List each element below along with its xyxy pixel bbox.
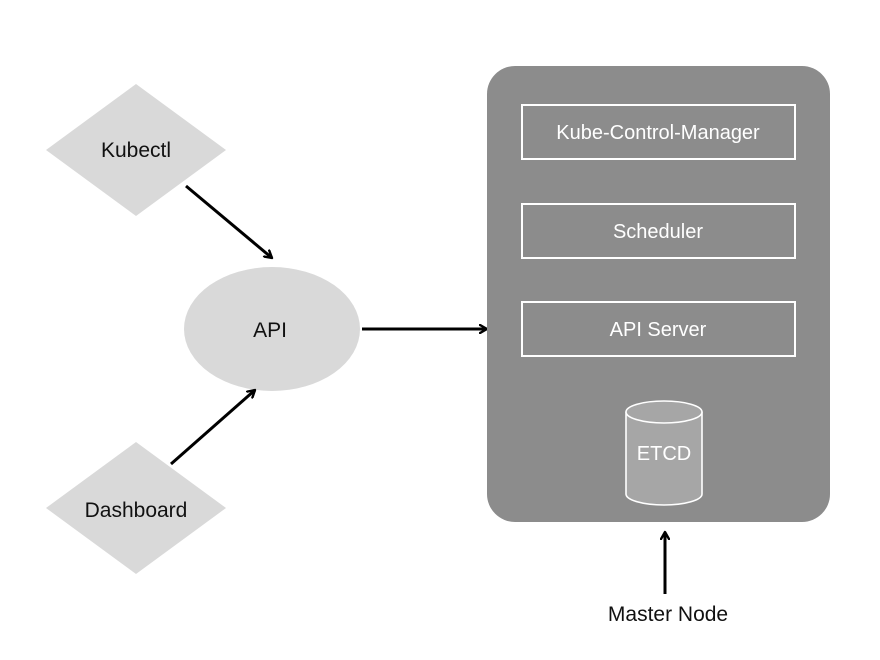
etcd-database: ETCD bbox=[625, 400, 703, 506]
scheduler-component: Scheduler bbox=[521, 203, 796, 259]
etcd-cylinder-top bbox=[625, 400, 703, 424]
dashboard-to-api-arrow bbox=[170, 390, 255, 466]
api-server-component: API Server bbox=[521, 301, 796, 357]
dashboard-diamond-shape bbox=[46, 442, 226, 574]
api-label: API bbox=[253, 319, 287, 342]
kubectl-node: Kubectl bbox=[46, 84, 226, 216]
kube-control-manager-label: Kube-Control-Manager bbox=[556, 122, 760, 144]
kubectl-to-api-arrow bbox=[185, 184, 272, 258]
kubectl-diamond-shape bbox=[46, 84, 226, 216]
master-node-box bbox=[487, 66, 830, 522]
api-server-label: API Server bbox=[610, 319, 707, 341]
etcd-label: ETCD bbox=[637, 443, 691, 465]
kube-control-manager-component: Kube-Control-Manager bbox=[521, 104, 796, 160]
api-server-box bbox=[521, 301, 796, 357]
dashboard-node: Dashboard bbox=[46, 442, 226, 574]
dashboard-label: Dashboard bbox=[85, 499, 188, 522]
kube-control-manager-box bbox=[521, 104, 796, 160]
master-node-caption: Master Node bbox=[608, 603, 728, 626]
api-ellipse-shape bbox=[184, 267, 360, 391]
master-node-container: Kube-Control-Manager Scheduler API Serve… bbox=[487, 66, 830, 522]
kubectl-label: Kubectl bbox=[101, 139, 171, 162]
etcd-cylinder-icon bbox=[625, 412, 703, 506]
scheduler-box bbox=[521, 203, 796, 259]
api-node: API bbox=[184, 267, 360, 391]
scheduler-label: Scheduler bbox=[613, 221, 703, 243]
